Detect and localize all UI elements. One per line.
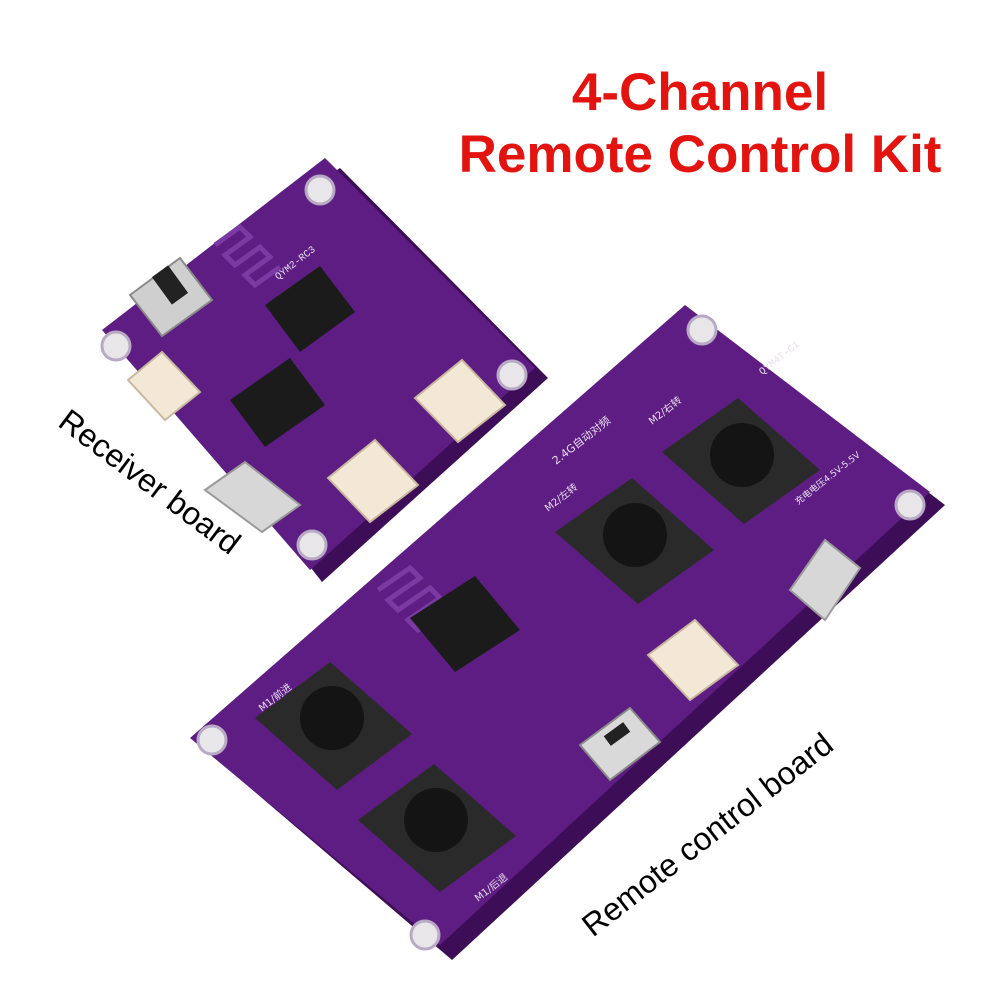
receiver-chip-1 (265, 266, 355, 352)
receiver-connector-3 (326, 438, 420, 524)
product-title: 4-Channel Remote Control Kit (400, 62, 1000, 186)
remote-model-mark: QYM4T-C1 (758, 340, 803, 378)
receiver-connector-1 (126, 350, 202, 422)
remote-chip (410, 576, 520, 672)
receiver-connector-2 (413, 358, 507, 444)
receiver-usb-c-port (203, 460, 302, 534)
remote-button-m2-right[interactable] (662, 398, 820, 524)
title-line-2: Remote Control Kit (458, 125, 942, 184)
remote-connector (646, 618, 740, 702)
remote-slide-switch (578, 706, 662, 782)
receiver-chip-2 (230, 358, 325, 447)
remote-control-board: QYM4T-C1 2.4G自动对频 M2/右转 M2/左转 M1/前进 M1/后… (190, 305, 945, 960)
title-line-1: 4-Channel (571, 63, 829, 122)
remote-button-m2-left[interactable] (555, 478, 714, 604)
receiver-slide-switch (128, 256, 214, 338)
remote-button-m1-forward[interactable] (255, 662, 412, 790)
receiver-board: QYM2-RC3 (100, 158, 548, 582)
remote-button-m1-backward[interactable] (358, 764, 516, 892)
remote-usb-c-port (788, 538, 862, 622)
